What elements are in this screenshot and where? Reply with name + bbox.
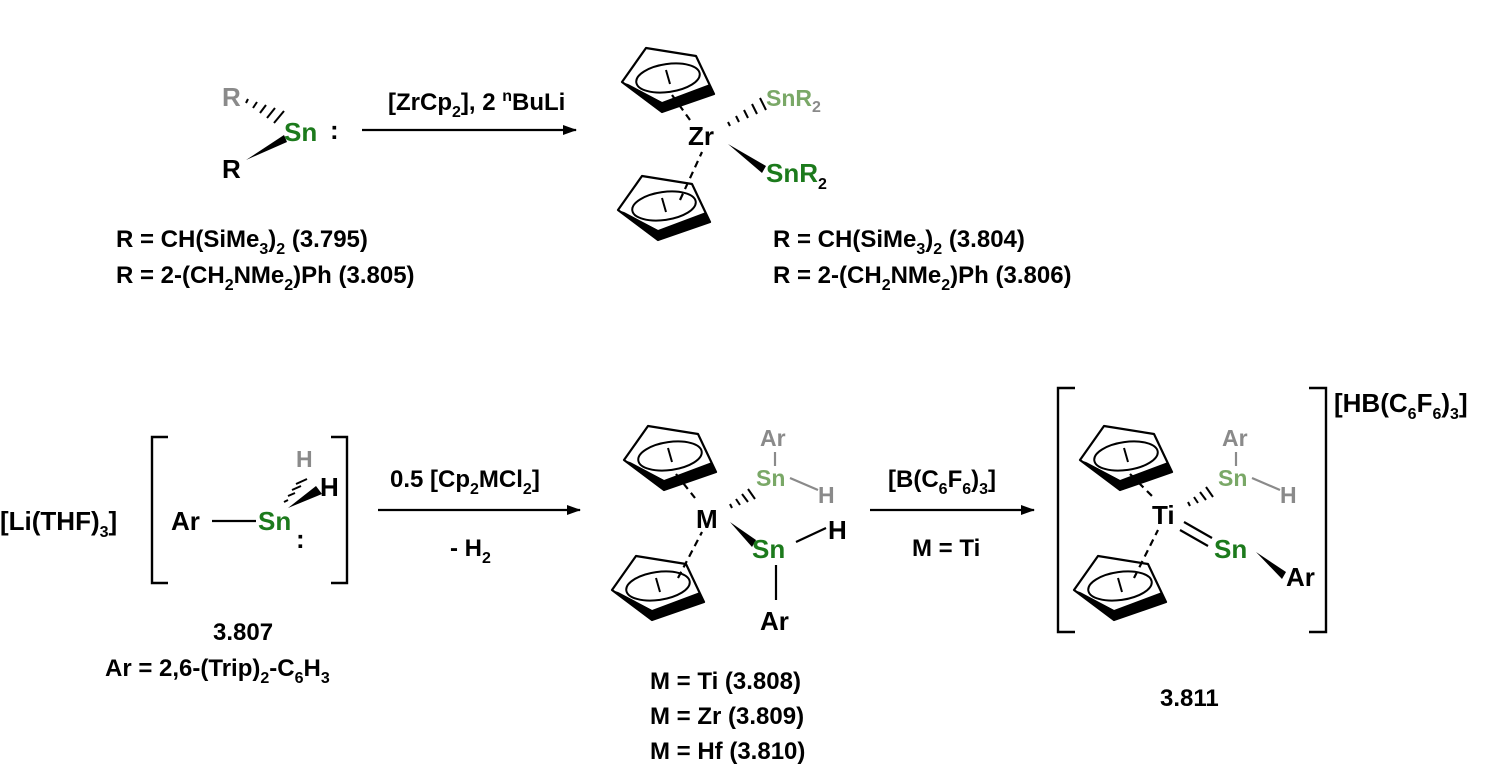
reaction-arrow-2: 0.5 [Cp2MCl2] - H2 xyxy=(378,466,581,567)
sn-top: Sn xyxy=(756,465,785,491)
sn-atom: Sn xyxy=(284,117,317,147)
ar-atom: Ar xyxy=(171,506,200,536)
sn-lone-pair: : xyxy=(296,524,305,554)
ar-bottom: Ar xyxy=(760,606,789,636)
hashed-wedge-bond xyxy=(1187,486,1214,507)
sn-bottom: Sn xyxy=(1214,534,1247,564)
solid-wedge-bond xyxy=(288,486,322,508)
hashed-wedge-bond xyxy=(727,97,767,127)
stannyl-anion-3807: Ar Sn : H H xyxy=(171,446,339,554)
product-left-bracket xyxy=(1056,386,1075,634)
r-bottom-atom: R xyxy=(222,154,241,184)
solid-wedge-bond xyxy=(728,144,766,173)
label-3808: M = Ti (3.808) xyxy=(650,668,801,695)
h-top: H xyxy=(1280,482,1297,508)
cp-ring-bottom xyxy=(1072,554,1168,622)
reaction-1: R Sn : R R = CH(SiMe3)2 (3.795) R = 2-(C… xyxy=(116,46,1072,294)
arrow2-top-label: 0.5 [Cp2MCl2] xyxy=(390,466,540,498)
reaction-arrow-3: [B(C6F6)3] M = Ti xyxy=(870,466,1035,562)
borate-anion: [HB(C6F6)3] xyxy=(1334,388,1468,423)
m-atom: M xyxy=(696,504,718,534)
ar-top: Ar xyxy=(760,425,786,451)
snr2-bottom: SnR2 xyxy=(766,158,827,193)
solid-wedge-bond xyxy=(1256,552,1286,579)
intermediate-labels: M = Ti (3.808) M = Zr (3.809) M = Hf (3.… xyxy=(650,668,805,765)
product-right-bracket xyxy=(1309,386,1328,634)
sn-top: Sn xyxy=(1218,465,1247,491)
reaction-arrow-1: [ZrCp2], 2 nBuLi xyxy=(362,88,577,135)
h-top: H xyxy=(818,482,835,508)
stannylene-reactant: R Sn : R xyxy=(222,82,339,184)
reagent-label: [ZrCp2], 2 nBuLi xyxy=(388,88,565,121)
cp-ring-top xyxy=(1078,424,1174,492)
li-thf-counterion: [Li(THF)3] xyxy=(0,506,117,541)
hashed-wedge-bond xyxy=(245,98,285,124)
right-bracket xyxy=(331,435,349,585)
zirconocene-bis-stannyl: Zr SnR2 SnR2 xyxy=(616,46,827,242)
solid-wedge-bond xyxy=(246,135,287,160)
compound-id-3811: 3.811 xyxy=(1160,685,1219,712)
arrow3-bottom-label: M = Ti xyxy=(912,535,980,562)
sn-lone-pair: : xyxy=(330,115,339,145)
reactant-1-labels: R = CH(SiMe3)2 (3.795) R = 2-(CH2NMe2)Ph… xyxy=(116,226,415,294)
ar-definition: Ar = 2,6-(Trip)2-C6H3 xyxy=(105,655,330,687)
ar-top: Ar xyxy=(1222,425,1248,451)
cp-ring-top xyxy=(622,424,718,492)
sn-bottom: Sn xyxy=(752,534,785,564)
sn-atom: Sn xyxy=(258,506,291,536)
h-gray: H xyxy=(296,446,313,472)
left-bracket xyxy=(150,435,168,585)
product-1-labels: R = CH(SiMe3)2 (3.804) R = 2-(CH2NMe2)Ph… xyxy=(773,226,1072,294)
solid-wedge-bond xyxy=(730,522,756,547)
label-3795: R = CH(SiMe3)2 (3.795) xyxy=(116,226,368,258)
h-bottom: H xyxy=(828,515,847,545)
arrow2-bottom-label: - H2 xyxy=(450,535,491,567)
ar-bottom: Ar xyxy=(1286,562,1315,592)
zr-atom: Zr xyxy=(688,121,714,151)
hashed-wedge-bond xyxy=(283,478,308,503)
label-3804: R = CH(SiMe3)2 (3.804) xyxy=(773,226,1025,258)
cp-ring-bottom xyxy=(616,174,712,242)
compound-id-3807: 3.807 xyxy=(213,619,273,646)
label-3805: R = 2-(CH2NMe2)Ph (3.805) xyxy=(116,262,415,294)
reaction-2: [Li(THF)3] Ar Sn : H H 3.807 Ar = 2,6-(T… xyxy=(0,386,1468,765)
r-top-atom: R xyxy=(222,82,241,112)
cp-ring-top xyxy=(620,46,716,114)
label-3806: R = 2-(CH2NMe2)Ph (3.806) xyxy=(773,262,1072,294)
label-3810: M = Hf (3.810) xyxy=(650,738,805,765)
ti-atom: Ti xyxy=(1152,500,1175,530)
metallocene-bis-hydrostannyl: M Ar Sn H Sn H Ar xyxy=(610,424,847,636)
cp-ring-bottom xyxy=(610,554,706,622)
label-3809: M = Zr (3.809) xyxy=(650,703,804,730)
arrow3-top-label: [B(C6F6)3] xyxy=(888,466,996,498)
h-black: H xyxy=(320,472,339,502)
snr2-top: SnR2 xyxy=(766,85,821,116)
hashed-wedge-bond xyxy=(729,488,756,509)
titanocene-stannylidene-cation: Ti Ar Sn H Sn Ar xyxy=(1072,424,1315,622)
